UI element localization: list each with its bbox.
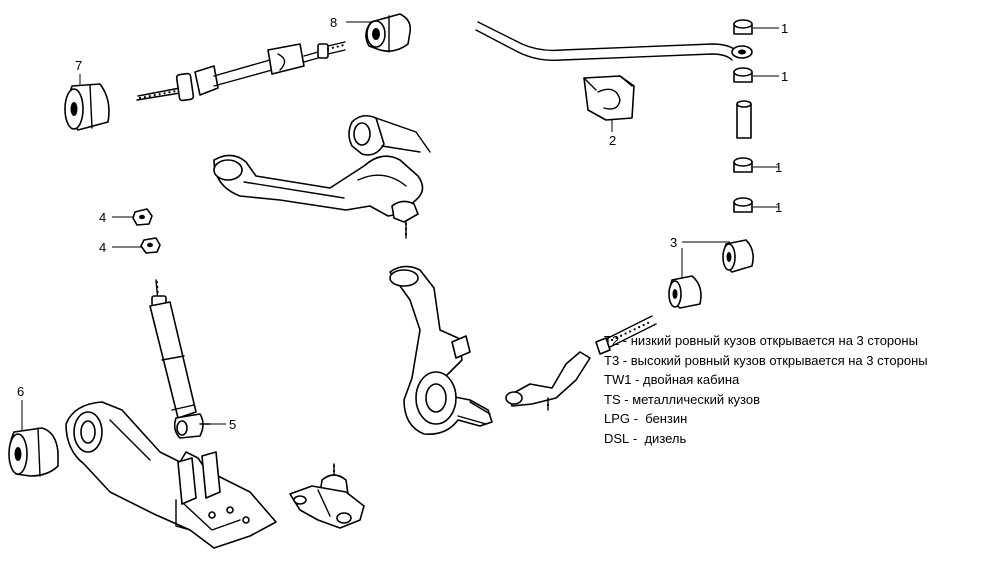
callout-number-3: 3 xyxy=(670,235,677,250)
stabilizer-spacer-sleeve xyxy=(736,100,752,139)
legend-separator: - xyxy=(629,430,645,446)
legend-separator: - xyxy=(630,411,646,426)
legend-code: LPG xyxy=(604,411,631,426)
legend-description: металлический кузов xyxy=(632,391,761,407)
stabilizer-bushing-part-2 xyxy=(583,75,635,121)
legend-separator: - xyxy=(620,391,633,407)
legend-row-dsl: DSL - дизель xyxy=(604,429,928,449)
legend-row-t2: T2 - низкий ровный кузов открывается на … xyxy=(604,331,928,351)
legend-description: высокий ровный кузов открывается на 3 ст… xyxy=(630,352,928,368)
legend-separator: - xyxy=(619,352,631,368)
grommet-part-1-bottom xyxy=(733,197,753,213)
bushing-part-3-right xyxy=(722,239,754,273)
bushing-part-6 xyxy=(8,427,59,477)
leader-line-3 xyxy=(681,241,730,278)
stabilizer-link-rod xyxy=(505,315,657,411)
legend-separator: - xyxy=(619,333,631,348)
legend-separator: - xyxy=(631,372,644,387)
legend-row-tw1: TW1 - двойная кабина xyxy=(604,370,928,390)
nut-part-4-lower xyxy=(140,237,161,254)
callout-number-1: 1 xyxy=(781,69,788,84)
callout-number-1: 1 xyxy=(781,21,788,36)
grommet-part-1-top xyxy=(733,19,753,35)
callout-number-7: 7 xyxy=(75,58,82,73)
bushing-part-8 xyxy=(365,13,412,53)
legend-description: бензин xyxy=(645,411,688,426)
lower-control-arm xyxy=(65,401,277,549)
callout-number-4: 4 xyxy=(99,240,106,255)
callout-labels: 1 1 1 1 2 3 4 4 5 6 7 8 xyxy=(17,15,788,432)
legend-description: низкий ровный кузов открывается на 3 сто… xyxy=(630,333,918,348)
bushing-part-7 xyxy=(64,83,110,131)
legend-code: T3 xyxy=(604,352,620,368)
callout-number-6: 6 xyxy=(17,384,24,399)
legend-code: TW1 xyxy=(604,372,632,387)
lower-ball-joint xyxy=(289,463,365,529)
callout-number-1: 1 xyxy=(775,160,782,175)
callout-number-5: 5 xyxy=(229,417,236,432)
nut-part-4-upper xyxy=(132,208,153,226)
strut-bar-assembly xyxy=(136,41,346,102)
upper-control-arm xyxy=(213,114,431,239)
callout-number-1: 1 xyxy=(775,200,782,215)
callout-number-8: 8 xyxy=(330,15,337,30)
grommet-part-1-third xyxy=(733,157,753,173)
callout-number-4: 4 xyxy=(99,210,106,225)
legend-description: дизель xyxy=(644,430,687,446)
body-type-legend: T2 - низкий ровный кузов открывается на … xyxy=(604,331,928,448)
legend-row-t3: T3 - высокий ровный кузов открывается на… xyxy=(604,351,928,371)
steering-knuckle xyxy=(389,265,493,436)
legend-code: TS xyxy=(604,391,621,407)
legend-row-ts: TS - металлический кузов xyxy=(604,390,928,410)
bushing-part-3-left xyxy=(668,275,702,309)
stabilizer-bar xyxy=(475,21,753,62)
legend-row-lpg: LPG - бензин xyxy=(604,409,928,429)
legend-code: DSL xyxy=(604,430,630,446)
legend-description: двойная кабина xyxy=(643,372,740,387)
legend-code: T2 xyxy=(604,333,620,348)
shock-absorber xyxy=(149,279,211,439)
callout-number-2: 2 xyxy=(609,133,616,148)
grommet-part-1-second xyxy=(733,67,753,83)
